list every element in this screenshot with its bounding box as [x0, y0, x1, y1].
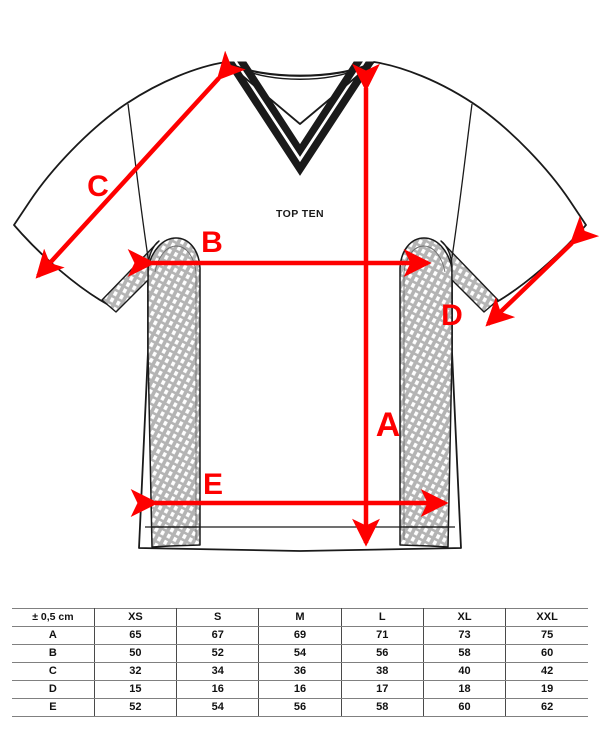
cell-a-xl: 73 — [423, 626, 507, 645]
right-raglan-seam — [450, 103, 473, 265]
cell-d-xs: 15 — [94, 680, 178, 699]
size-column-header-xl: XL — [423, 608, 507, 627]
cell-d-m: 16 — [258, 680, 342, 699]
cell-d-l: 17 — [341, 680, 424, 699]
measurement-letter-labels: A B C D E — [87, 170, 463, 501]
cell-a-xxl: 75 — [505, 626, 588, 645]
label-b: B — [201, 226, 223, 259]
shirt-body-path — [13, 61, 587, 552]
left-mesh-panel — [147, 237, 201, 548]
row-label-b: B — [12, 644, 95, 663]
size-column-header-l: L — [341, 608, 424, 627]
label-d: D — [441, 299, 463, 332]
brand-logo: TOP TEN — [276, 208, 324, 220]
right-mesh-panel — [399, 237, 453, 548]
cell-e-xxl: 62 — [505, 698, 588, 717]
size-table: ± 0,5 cm XS S M L XL XXL A 65 67 69 71 7… — [12, 608, 588, 717]
size-table-container: ± 0,5 cm XS S M L XL XXL A 65 67 69 71 7… — [12, 608, 588, 717]
row-label-d: D — [12, 680, 95, 699]
cell-d-xxl: 19 — [505, 680, 588, 699]
cell-b-xl: 58 — [423, 644, 507, 663]
cell-b-m: 54 — [258, 644, 342, 663]
cell-e-xl: 60 — [423, 698, 507, 717]
cell-a-s: 67 — [176, 626, 260, 645]
size-table-corner-label: ± 0,5 cm — [12, 608, 95, 627]
cell-e-l: 58 — [341, 698, 424, 717]
table-row: C 32 34 36 38 40 42 — [12, 662, 588, 681]
garment-outline — [13, 61, 587, 552]
size-column-header-xxl: XXL — [505, 608, 588, 627]
row-label-c: C — [12, 662, 95, 681]
row-label-e: E — [12, 698, 95, 717]
cell-e-xs: 52 — [94, 698, 178, 717]
size-column-header-s: S — [176, 608, 260, 627]
label-c: C — [87, 170, 109, 203]
cell-d-s: 16 — [176, 680, 260, 699]
cell-a-m: 69 — [258, 626, 342, 645]
table-row: A 65 67 69 71 73 75 — [12, 626, 588, 645]
cell-b-xs: 50 — [94, 644, 178, 663]
cell-c-s: 34 — [176, 662, 260, 681]
cell-b-xxl: 60 — [505, 644, 588, 663]
table-row: E 52 54 56 58 60 62 — [12, 698, 588, 717]
label-a: A — [376, 406, 401, 444]
size-table-header-row: ± 0,5 cm XS S M L XL XXL — [12, 608, 588, 627]
cell-a-l: 71 — [341, 626, 424, 645]
cell-c-xl: 40 — [423, 662, 507, 681]
size-table-body: A 65 67 69 71 73 75 B 50 52 54 56 58 60 — [12, 626, 588, 717]
cell-b-l: 56 — [341, 644, 424, 663]
row-label-a: A — [12, 626, 95, 645]
cell-e-m: 56 — [258, 698, 342, 717]
arrow-d-line — [485, 216, 600, 327]
cell-c-xxl: 42 — [505, 662, 588, 681]
cell-c-m: 36 — [258, 662, 342, 681]
size-column-header-m: M — [258, 608, 342, 627]
cell-b-s: 52 — [176, 644, 260, 663]
tshirt-diagram: TOP TEN A B C D E — [13, 50, 600, 552]
cell-a-xs: 65 — [94, 626, 178, 645]
size-column-header-xs: XS — [94, 608, 178, 627]
cell-e-s: 54 — [176, 698, 260, 717]
arrow-c-line — [35, 50, 246, 279]
measurement-arrows — [35, 50, 600, 547]
cell-c-xs: 32 — [94, 662, 178, 681]
back-neck-inner-arc — [239, 67, 361, 80]
table-row: B 50 52 54 56 58 60 — [12, 644, 588, 663]
label-e: E — [203, 468, 223, 501]
cell-d-xl: 18 — [423, 680, 507, 699]
cell-c-l: 38 — [341, 662, 424, 681]
table-row: D 15 16 16 17 18 19 — [12, 680, 588, 699]
